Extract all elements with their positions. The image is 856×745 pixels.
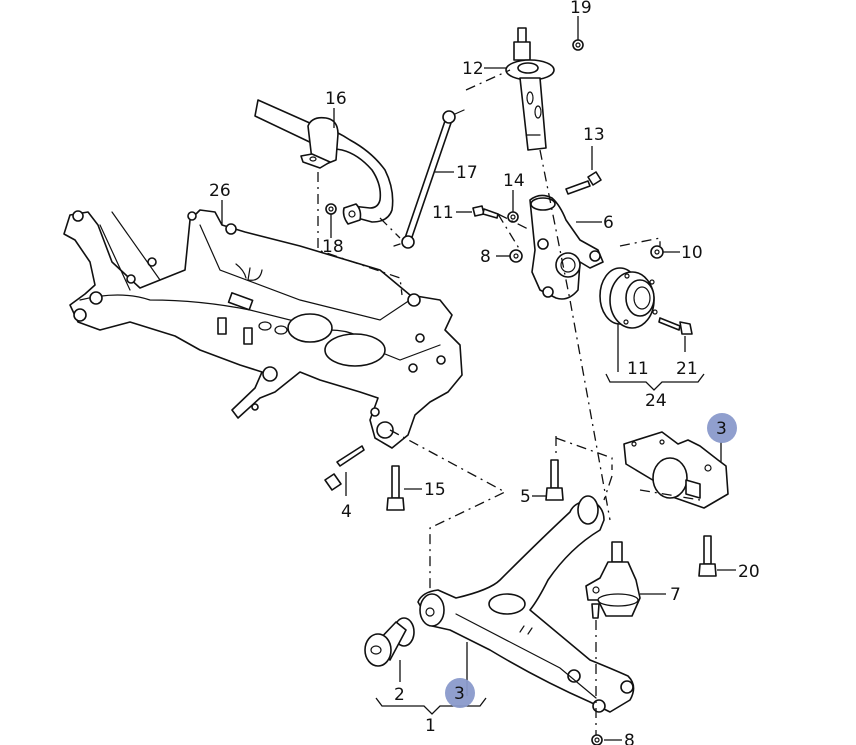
callout-24[interactable]: 24 bbox=[645, 391, 667, 411]
callout-10[interactable]: 10 bbox=[681, 243, 703, 263]
stabilizer-link[interactable] bbox=[393, 109, 465, 249]
stabilizer-bar[interactable] bbox=[254, 99, 394, 225]
ball-joint[interactable] bbox=[585, 541, 641, 619]
callout-1[interactable]: 1 bbox=[425, 716, 436, 736]
callout-17[interactable]: 17 bbox=[456, 163, 478, 183]
callout-11-hub[interactable]: 11 bbox=[627, 359, 649, 379]
callout-13[interactable]: 13 bbox=[583, 125, 605, 145]
callout-21[interactable]: 21 bbox=[676, 359, 698, 379]
wheel-hub[interactable] bbox=[599, 267, 658, 329]
clamp-nut[interactable] bbox=[507, 211, 519, 223]
callout-16[interactable]: 16 bbox=[325, 89, 347, 109]
highlight-marker[interactable] bbox=[707, 413, 737, 443]
stabilizer-nut[interactable] bbox=[325, 203, 337, 215]
subframe[interactable] bbox=[63, 209, 463, 449]
hub-bolt[interactable] bbox=[658, 317, 693, 335]
subframe-bolt[interactable] bbox=[324, 445, 365, 491]
callout-5[interactable]: 5 bbox=[520, 487, 531, 507]
callout-20[interactable]: 20 bbox=[738, 562, 760, 582]
knuckle-nut[interactable] bbox=[509, 249, 523, 263]
strut-top-nut[interactable] bbox=[572, 39, 584, 51]
callout-7[interactable]: 7 bbox=[670, 585, 681, 605]
callout-19[interactable]: 19 bbox=[570, 0, 592, 18]
callout-3-bracket[interactable]: 3 bbox=[716, 419, 727, 439]
callout-3-arm[interactable]: 3 bbox=[454, 684, 465, 704]
bracket-bolt-vertical[interactable] bbox=[698, 535, 717, 577]
callout-18[interactable]: 18 bbox=[322, 237, 344, 257]
callout-6[interactable]: 6 bbox=[603, 213, 614, 233]
highlight-marker[interactable] bbox=[445, 678, 475, 708]
strut-clamp-bolt[interactable] bbox=[565, 171, 602, 195]
callout-11-knuckle[interactable]: 11 bbox=[432, 203, 454, 223]
callout-8-knuckle[interactable]: 8 bbox=[480, 247, 491, 267]
ball-joint-nut[interactable] bbox=[591, 734, 603, 745]
front-bushing[interactable] bbox=[364, 617, 415, 667]
callout-15[interactable]: 15 bbox=[424, 480, 446, 500]
strut[interactable] bbox=[505, 27, 555, 151]
rear-bushing-bracket[interactable] bbox=[623, 431, 729, 509]
callout-26[interactable]: 26 bbox=[209, 181, 231, 201]
callout-labels: 19 12 16 17 26 18 11 13 14 6 8 10 21 11 … bbox=[209, 0, 760, 745]
callout-14[interactable]: 14 bbox=[503, 171, 525, 191]
callout-4[interactable]: 4 bbox=[341, 502, 352, 522]
callout-8-balljoint[interactable]: 8 bbox=[624, 731, 635, 745]
callout-12[interactable]: 12 bbox=[462, 59, 484, 79]
nut[interactable] bbox=[650, 245, 664, 259]
leader-lines bbox=[221, 16, 736, 741]
assembly-lines bbox=[317, 69, 701, 735]
subframe-bolt-vertical[interactable] bbox=[386, 465, 405, 511]
bracket-bolt[interactable] bbox=[545, 459, 564, 501]
callout-2[interactable]: 2 bbox=[394, 685, 405, 705]
control-arm[interactable] bbox=[417, 495, 635, 713]
knuckle-bolt[interactable] bbox=[472, 205, 499, 219]
steering-knuckle[interactable] bbox=[529, 194, 604, 300]
